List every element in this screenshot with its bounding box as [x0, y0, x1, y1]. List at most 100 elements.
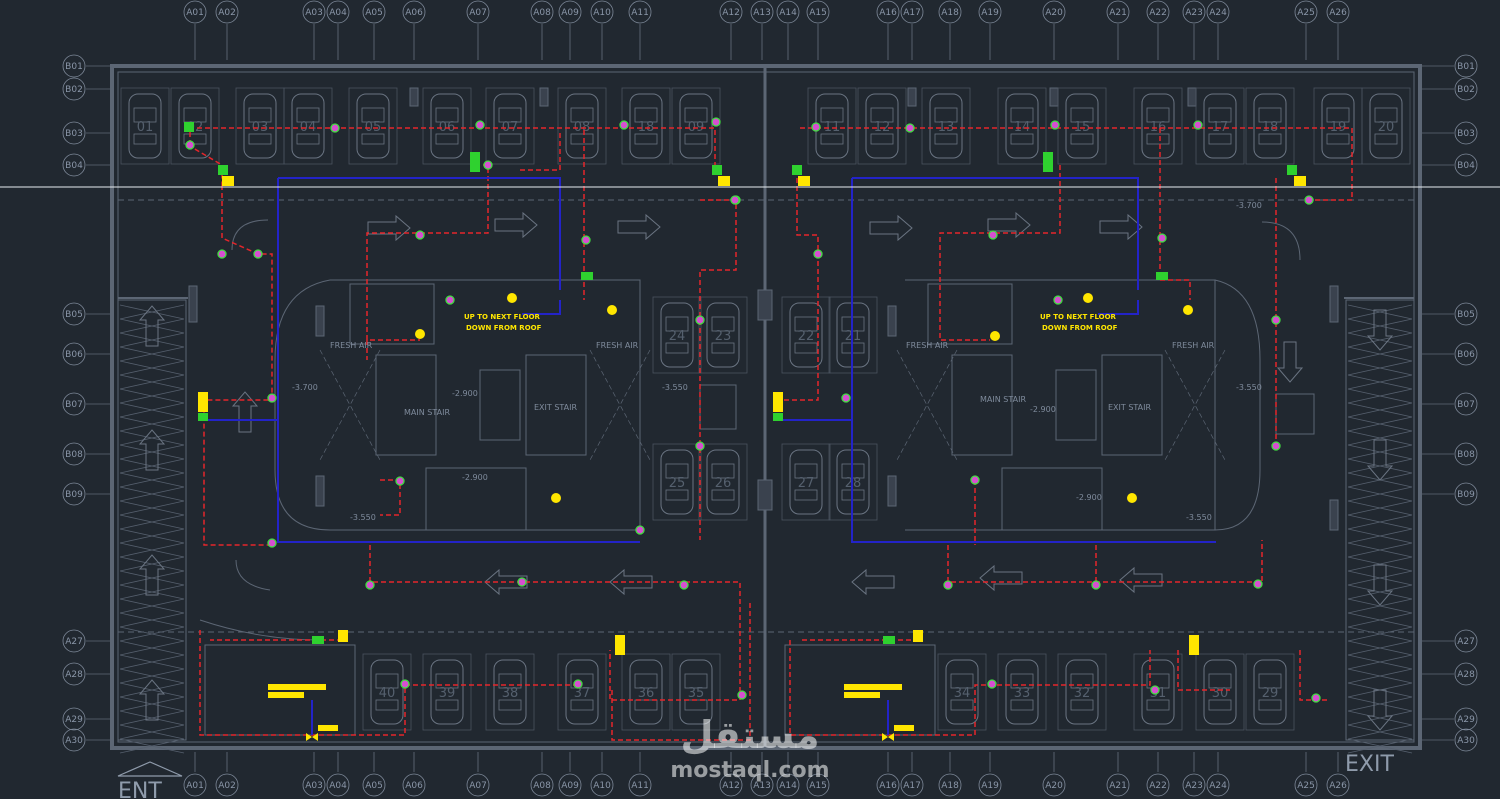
grid-bubble-A20-top: A20 [1042, 0, 1066, 24]
svg-text:18: 18 [1262, 120, 1279, 135]
parking-row-bottom: 403938373635343332313029 [362, 653, 1295, 731]
sprinkler-node-27 [811, 122, 821, 132]
parking-space-17: 17 [1195, 87, 1245, 165]
grid-bubble-B01-right: B01 [1454, 54, 1478, 78]
svg-text:32: 32 [1074, 686, 1091, 701]
svg-text:A07: A07 [469, 781, 487, 791]
parking-space-39: 39 [422, 653, 472, 731]
grid-bubble-A07-top: A07 [466, 0, 490, 24]
parking-space-35: 35 [671, 653, 721, 731]
sprinkler-node-9 [267, 393, 277, 403]
grid-bubble-A03-top: A03 [302, 0, 326, 24]
svg-text:A24: A24 [1209, 781, 1227, 791]
svg-text:A14: A14 [779, 781, 797, 791]
grid-bubble-A06-bottom: A06 [402, 773, 426, 797]
parking-space-19: 19 [1313, 87, 1363, 165]
sprinkler-red-pipes [187, 127, 1353, 741]
sprinkler-node-10 [415, 230, 425, 240]
parking-space-09: 09 [671, 87, 721, 165]
level-label-6: -3.550 [1186, 513, 1212, 522]
level-label-9: -2.900 [1030, 405, 1056, 414]
parking-space-23: 23 [698, 296, 748, 374]
sprinkler-node-25 [1050, 120, 1060, 130]
svg-text:35: 35 [688, 686, 705, 701]
parking-space-04: 04 [283, 87, 333, 165]
parking-space-15: 15 [1057, 87, 1107, 165]
sprinkler-node-7 [217, 249, 227, 259]
svg-text:A01: A01 [186, 8, 204, 18]
svg-text:A14: A14 [779, 8, 797, 18]
svg-text:01: 01 [137, 120, 154, 135]
svg-text:A15: A15 [809, 781, 827, 791]
sprinkler-node-14 [695, 315, 705, 325]
grid-bubble-A02-bottom: A02 [215, 773, 239, 797]
entrance-arrow-icon [117, 761, 183, 777]
grid-bubble-A15-top: A15 [806, 0, 830, 24]
svg-text:30: 30 [1212, 686, 1229, 701]
up-next-floor-label-left: UP TO NEXT FLOOR [464, 313, 541, 321]
svg-text:A28: A28 [65, 670, 83, 680]
grid-bubble-B08-left: B08 [62, 442, 86, 466]
level-label-10: -2.900 [1076, 493, 1102, 502]
svg-text:A03: A03 [305, 781, 323, 791]
svg-text:16: 16 [1150, 120, 1167, 135]
mostaql-watermark: مستقل mostaql.com [670, 713, 829, 783]
grid-bubble-B05-left: B05 [62, 302, 86, 326]
grid-bubble-A12-top: A12 [719, 0, 743, 24]
svg-text:20: 20 [1378, 120, 1395, 135]
sprinkler-nodes [185, 117, 1321, 703]
grid-bubble-A14-top: A14 [776, 0, 800, 24]
parking-space-02: 02 [170, 87, 220, 165]
grid-bubble-B01-left: B01 [62, 54, 86, 78]
grid-bubble-A08-bottom: A08 [530, 773, 554, 797]
grid-bubble-A03-bottom: A03 [302, 773, 326, 797]
svg-text:A19: A19 [981, 781, 999, 791]
grid-bubble-A05-top: A05 [362, 0, 386, 24]
svg-text:A23: A23 [1185, 8, 1203, 18]
sprinkler-node-43 [1311, 693, 1321, 703]
svg-text:B01: B01 [65, 62, 83, 72]
parking-space-14: 14 [997, 87, 1047, 165]
parking-space-07: 07 [485, 87, 535, 165]
main-stair-label-right: MAIN STAIR [980, 395, 1026, 404]
grid-bubble-A08-top: A08 [530, 0, 554, 24]
grid-bubble-A25-top: A25 [1294, 0, 1318, 24]
sprinkler-node-1 [185, 140, 195, 150]
sprinkler-node-31 [1157, 233, 1167, 243]
svg-text:14: 14 [1014, 120, 1031, 135]
svg-text:A06: A06 [405, 781, 423, 791]
svg-text:A08: A08 [533, 8, 551, 18]
exit-stair-label-left: EXIT STAIR [534, 403, 578, 412]
grid-bubble-B03-left: B03 [62, 121, 86, 145]
grid-bubble-A01-bottom: A01 [183, 773, 207, 797]
sprinkler-node-2 [330, 123, 340, 133]
svg-text:40: 40 [379, 686, 396, 701]
svg-text:A22: A22 [1149, 8, 1167, 18]
svg-text:24: 24 [669, 329, 686, 344]
grid-bubble-A10-top: A10 [590, 0, 614, 24]
parking-space-30: 30 [1195, 653, 1245, 731]
parking-space-24: 24 [652, 296, 702, 374]
svg-text:A17: A17 [903, 781, 921, 791]
watermark-arabic: مستقل [681, 713, 820, 757]
svg-text:39: 39 [439, 686, 456, 701]
svg-text:36: 36 [638, 686, 655, 701]
parking-space-18: 18 [621, 87, 671, 165]
grid-bubble-A29-right: A29 [1454, 707, 1478, 731]
svg-text:B01: B01 [1457, 62, 1475, 72]
svg-text:A16: A16 [879, 781, 897, 791]
exit-stair-label-right: EXIT STAIR [1108, 403, 1152, 412]
svg-text:A12: A12 [722, 8, 740, 18]
down-from-roof-label-right: DOWN FROM ROOF [1042, 324, 1118, 332]
parking-space-33: 33 [997, 653, 1047, 731]
svg-text:25: 25 [669, 476, 686, 491]
svg-text:B07: B07 [65, 400, 83, 410]
svg-text:B06: B06 [65, 350, 83, 360]
parking-space-18: 18 [1245, 87, 1295, 165]
svg-text:27: 27 [798, 476, 815, 491]
sprinkler-node-32 [813, 249, 823, 259]
sprinkler-node-22 [573, 679, 583, 689]
svg-text:A04: A04 [329, 781, 347, 791]
